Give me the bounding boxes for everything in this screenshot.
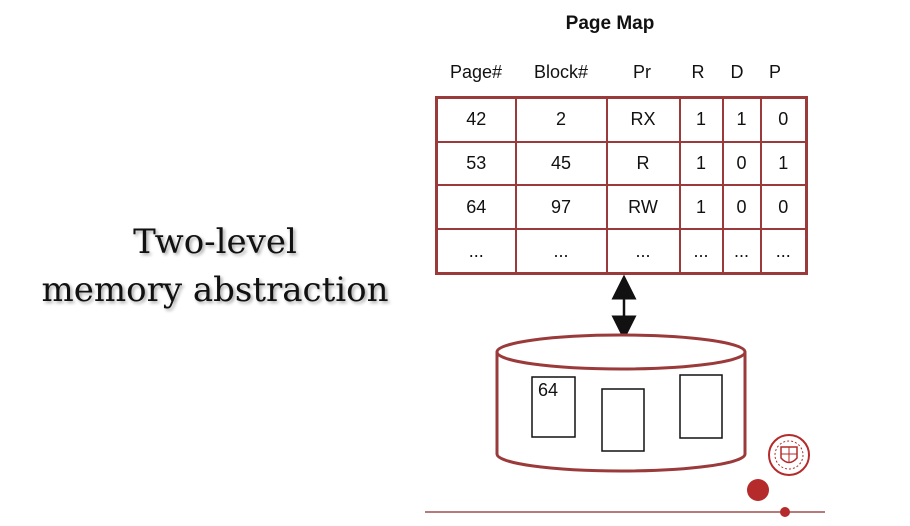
- table-cell: ...: [514, 228, 608, 275]
- column-header-block: Block#: [533, 62, 589, 82]
- table-cell: 42: [435, 96, 517, 143]
- table-cell: 1: [678, 140, 724, 187]
- table-cell: 1: [759, 140, 808, 187]
- table-cell: 45: [514, 140, 608, 187]
- table-cell: R: [605, 140, 681, 187]
- table-cell: 0: [721, 140, 762, 187]
- column-header-referenced: R: [691, 62, 705, 82]
- slide-heading: Two-level memory abstraction: [30, 218, 400, 314]
- table-cell: ...: [605, 228, 681, 275]
- column-header-dirty: D: [730, 62, 744, 82]
- table-cell: 97: [514, 184, 608, 230]
- table-cell: 53: [435, 140, 517, 187]
- table-cell: ...: [435, 228, 517, 275]
- table-cell: RX: [605, 96, 681, 143]
- page-map-title: Page Map: [565, 13, 655, 34]
- column-header-page: Page#: [449, 62, 503, 82]
- disk-block-64: [531, 376, 576, 438]
- university-seal-icon: [768, 434, 810, 476]
- table-row: 53 45 R 1 0 1: [435, 140, 808, 187]
- column-header-protection: Pr: [633, 62, 651, 82]
- table-cell: 1: [678, 96, 724, 143]
- table-cell: 0: [759, 96, 808, 143]
- decorative-dot-small: [780, 507, 790, 517]
- table-cell: 1: [721, 96, 762, 143]
- table-cell: 1: [678, 184, 724, 230]
- table-cell: ...: [759, 228, 808, 275]
- disk-block-label: 64: [538, 380, 559, 400]
- table-cell: ...: [678, 228, 724, 275]
- table-cell: ...: [721, 228, 762, 275]
- page-map-table: 42 2 RX 1 1 0 53 45 R 1 0 1 64 97 RW 1 0…: [435, 96, 808, 275]
- table-row: 64 97 RW 1 0 0: [435, 184, 808, 230]
- table-cell: 0: [721, 184, 762, 230]
- table-cell: 64: [435, 184, 517, 230]
- table-cell: RW: [605, 184, 681, 230]
- table-cell: 2: [514, 96, 608, 143]
- table-row: ... ... ... ... ... ...: [435, 228, 808, 275]
- heading-line-2: memory abstraction: [41, 270, 389, 310]
- heading-line-1: Two-level: [133, 222, 297, 262]
- column-header-present: P: [768, 62, 781, 82]
- decorative-dot-large: [747, 479, 769, 501]
- table-row: 42 2 RX 1 1 0: [435, 96, 808, 143]
- disk-block: [679, 374, 723, 439]
- disk-block: [601, 388, 645, 452]
- table-cell: 0: [759, 184, 808, 230]
